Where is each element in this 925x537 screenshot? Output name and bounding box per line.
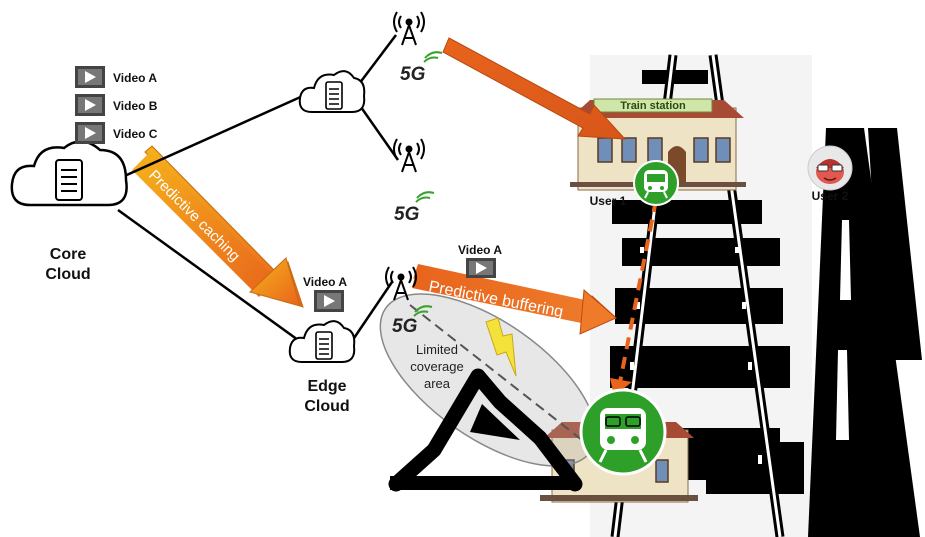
- video-icon: [75, 94, 105, 116]
- edge-cloud-label: Edge: [307, 378, 346, 395]
- edge-cloud-icon: [290, 321, 355, 362]
- user-avatar: [808, 146, 852, 190]
- train-icon: [581, 390, 665, 474]
- coverage-label: coverage: [410, 359, 463, 374]
- user1-label: User 1: [590, 194, 627, 208]
- core-cloud-label: Cloud: [45, 266, 90, 283]
- train-icon: [634, 161, 678, 205]
- video-icon: [75, 66, 105, 88]
- signal-icon: [424, 52, 442, 62]
- tower-5g-label: 5G: [392, 316, 418, 337]
- video-icon: [314, 290, 344, 312]
- tower-5g-label: 5G: [394, 204, 420, 225]
- core-cloud-label: Core: [50, 246, 87, 263]
- edge-video-label: Video A: [303, 275, 347, 289]
- tower-5g-label: 5G: [400, 64, 426, 85]
- core-cloud-icon: [12, 141, 127, 205]
- video-icon: [75, 122, 105, 144]
- user2-label: User 2: [812, 189, 849, 203]
- video-label: Video A: [113, 71, 157, 85]
- edge-cloud-label: Cloud: [304, 398, 349, 415]
- coverage-label: Limited: [416, 342, 458, 357]
- video-label: Video B: [113, 99, 158, 113]
- edge-cloud-upper-icon: [300, 71, 365, 112]
- coverage-label: area: [424, 376, 451, 391]
- cell-tower-icon: [394, 12, 424, 45]
- buffer-video-label: Video A: [458, 243, 502, 257]
- predictive-caching-label: Predictive caching: [145, 167, 243, 265]
- signal-icon: [416, 192, 434, 202]
- cell-tower-icon: [394, 139, 424, 172]
- video-label: Video C: [113, 127, 158, 141]
- station-sign: Train station: [620, 100, 686, 112]
- video-icon: [466, 258, 496, 278]
